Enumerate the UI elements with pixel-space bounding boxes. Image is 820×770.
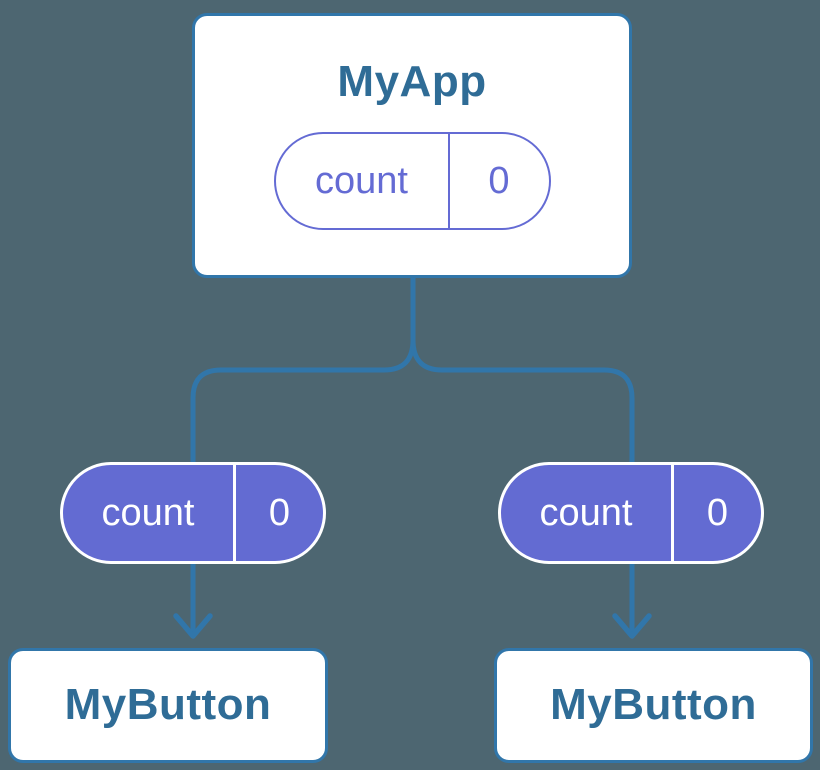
- state-name-label: count: [315, 159, 408, 202]
- arrowhead-left-icon: [173, 613, 213, 639]
- left-child-props-pill: count 0: [60, 462, 326, 564]
- child-node-label: MyButton: [64, 680, 272, 730]
- child-node-label: MyButton: [550, 680, 757, 730]
- connector-root-to-left-child: [190, 278, 416, 633]
- state-value-label: 0: [706, 491, 729, 534]
- state-name-label: count: [101, 491, 195, 534]
- root-node-label: MyApp: [337, 57, 487, 106]
- pill-divider: [447, 134, 450, 229]
- root-state-pill: count 0: [273, 132, 551, 231]
- arrowhead-right-icon: [612, 613, 652, 639]
- left-child-node-mybutton: MyButton: [8, 648, 328, 763]
- connector-root-to-right-child: [410, 278, 635, 633]
- state-value-label: 0: [268, 491, 291, 534]
- state-name-label: count: [539, 491, 633, 534]
- right-child-node-mybutton: MyButton: [494, 648, 813, 763]
- right-child-props-pill: count 0: [498, 462, 764, 564]
- pill-divider: [671, 465, 674, 561]
- root-node-myapp: MyApp count 0: [192, 13, 632, 278]
- pill-divider: [233, 465, 236, 561]
- state-value-label: 0: [488, 159, 510, 202]
